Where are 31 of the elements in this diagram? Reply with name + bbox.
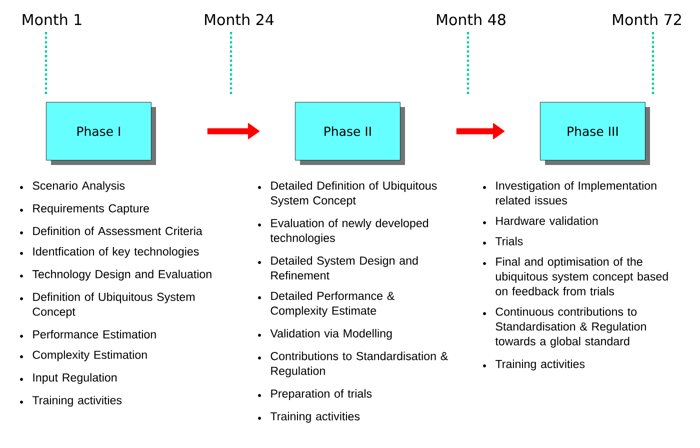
bullet-item: Preparation of trials [258,389,372,400]
bullet-item: Training activities [483,360,585,370]
bullet-item: Definition of Assessment Criteria [20,226,202,236]
bullet-item: Performance Estimation [20,330,156,338]
bullet-item: Evaluation of newly developed technologies [258,218,428,244]
bullet-item: Trials [483,236,523,246]
bullet-item: Scenario Analysis [20,181,125,192]
bullet-item: Continuous contributions to Standardisation & Regulation towards a global standard [483,307,646,348]
bullet-item: Complexity Estimation [20,350,147,362]
bullet-item: Definition of Ubiquitous System Concept [20,292,195,318]
bullet-item: Detailed Definition of Ubiquitous System Concept [258,181,437,207]
phase-box: Phase III [540,102,650,165]
month-label: Month 72 [613,14,681,26]
bullet-item: Technology Design and Evaluation [20,270,212,281]
bullet-item: Hardware validation [483,216,598,225]
bullet-item: Input Regulation [20,373,117,384]
bullet-item: Contributions to Standardisation & Regulation [258,352,448,378]
month-label: Month 24 [205,14,274,26]
bullet-item: Identfication of key technologies [20,247,199,258]
bullet-item: Training activities [258,412,360,423]
phase-box: Phase I [46,102,156,165]
bullet-item: Detailed System Design and Refinement [258,256,418,280]
bullet-item: Validation via Modelling [258,328,392,340]
bullet-item: Requirements Capture [20,204,150,215]
month-label: Month 48 [437,14,506,26]
bullet-item: Detailed Performance & Complexity Estimate [258,291,394,318]
month-label: Month 1 [22,14,82,26]
bullet-item: Investigation of Implementation related issues [483,181,656,205]
phase-box: Phase II [295,102,405,165]
bullet-item: Training activities [20,396,122,407]
bullet-item: Final and optimisation of the ubiquitous system concept based on feedback from trials [483,257,668,296]
